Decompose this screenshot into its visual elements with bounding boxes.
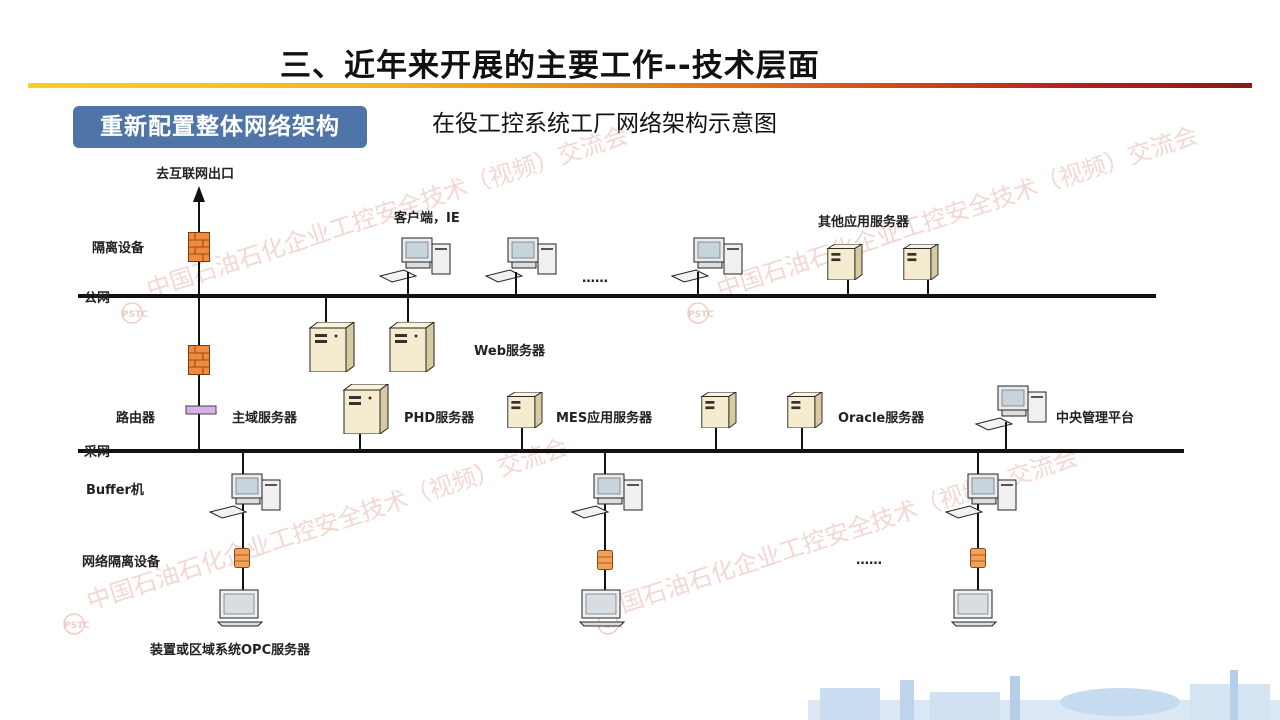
client-pc-icon: [379, 237, 451, 283]
watermark-text: 中国石油石化企业工控安全技术（视频）交流会: [713, 121, 1201, 303]
client-pc-icon: [485, 237, 557, 283]
isolation-device-label: 隔离设备: [92, 240, 145, 256]
buffer-pc-icon: [209, 473, 281, 519]
slide-title: 三、近年来开展的主要工作--技术层面: [280, 48, 820, 84]
web-server-icon: [389, 322, 435, 372]
diagram-caption: 在役工控系统工厂网络架构示意图: [432, 111, 777, 137]
network-isolation-label: 网络隔离设备: [82, 554, 161, 570]
isolation-device-icon: [234, 548, 250, 568]
area-branch-1: [209, 451, 281, 627]
mes-server-icon: [507, 392, 543, 428]
industrial-skyline-decoration: [808, 670, 1280, 720]
router-label: 路由器: [116, 410, 156, 426]
mes-server-icon: [701, 392, 737, 428]
web-server-icon: [309, 322, 355, 372]
ellipsis-bottom: ……: [856, 553, 882, 568]
domain-server-label: 主域服务器: [232, 410, 298, 426]
phd-server-icon: [343, 384, 389, 434]
opc-server-label: 装置或区域系统OPC服务器: [149, 642, 311, 658]
central-mgmt-pc-icon: [975, 385, 1047, 431]
title-underline: [28, 83, 1252, 88]
watermark-logo: PSTC: [64, 621, 90, 631]
area-branch-2: [571, 451, 643, 627]
ellipsis-top: ……: [582, 271, 608, 286]
central-mgmt-label: 中央管理平台: [1056, 410, 1134, 426]
router-icon: [184, 405, 218, 415]
client-ie-label: 客户端，IE: [394, 210, 460, 226]
watermark-text: 中国石油石化企业工控安全技术（视频）交流会: [593, 443, 1081, 625]
opc-server-monitor-icon: [217, 589, 263, 627]
app-server-icon: [827, 244, 863, 280]
oracle-server-label: Oracle服务器: [838, 410, 925, 426]
oracle-server-icon: [787, 392, 823, 428]
area-branch-3: [945, 451, 1017, 627]
public-network-label: 公网: [84, 291, 110, 306]
buffer-machine-label: Buffer机: [86, 482, 144, 498]
phd-server-label: PHD服务器: [404, 410, 475, 426]
isolation-device-icon: [970, 548, 986, 568]
other-app-servers-label: 其他应用服务器: [818, 214, 910, 230]
arrow-up-icon: [193, 186, 205, 202]
firewall-icon: [188, 232, 210, 262]
web-server-label: Web服务器: [474, 343, 546, 359]
firewall-icon: [187, 345, 211, 375]
watermark-logo: PSTC: [122, 310, 148, 320]
mes-app-server-label: MES应用服务器: [556, 410, 653, 426]
collection-network-label: 采网: [83, 444, 110, 460]
isolation-device-icon: [597, 550, 613, 570]
app-server-icon: [903, 244, 939, 280]
internet-exit-label: 去互联网出口: [156, 166, 234, 182]
watermark-text: 中国石油石化企业工控安全技术（视频）交流会: [83, 433, 571, 615]
section-badge: 重新配置整体网络架构: [73, 106, 367, 148]
opc-server-monitor-icon: [951, 589, 997, 627]
watermark-logo: PSTC: [688, 310, 714, 320]
buffer-pc-icon: [571, 473, 643, 519]
